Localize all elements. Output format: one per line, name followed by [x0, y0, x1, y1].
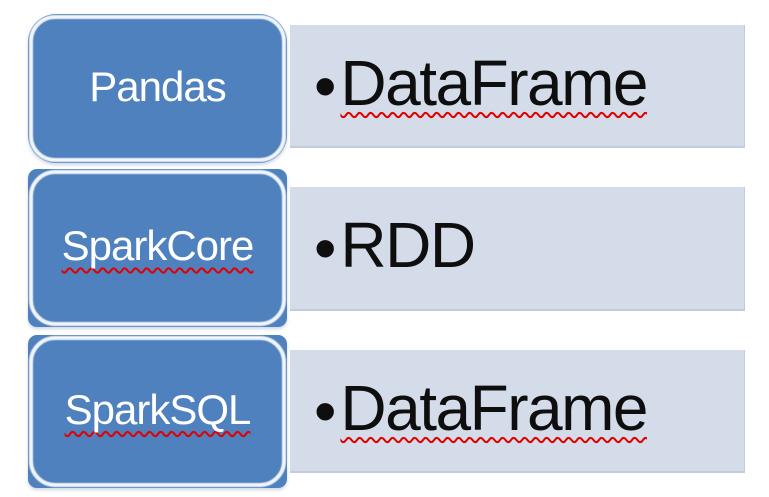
shape-sparksql[interactable]: SparkSQL [28, 335, 287, 488]
shape-label: SparkSQL [64, 385, 252, 433]
bullet-icon: • [314, 49, 337, 122]
shape-sparkcore[interactable]: SparkCore [28, 169, 287, 327]
shape-label: SparkCore [61, 222, 255, 269]
bullet-bar-pandas[interactable]: • DataFrame [290, 25, 745, 148]
bullet-text: DataFrame [340, 46, 648, 119]
bullet-text: DataFrame [340, 371, 648, 444]
shape-pandas[interactable]: Pandas [28, 14, 287, 163]
bullet-icon: • [314, 374, 337, 447]
bullet-text: RDD [340, 209, 476, 281]
bullet-bar-sparkcore[interactable]: • RDD [290, 187, 745, 311]
shape-label: Pandas [89, 62, 226, 110]
bullet-bar-sparksql[interactable]: • DataFrame [290, 350, 745, 473]
bullet-icon: • [314, 212, 337, 284]
